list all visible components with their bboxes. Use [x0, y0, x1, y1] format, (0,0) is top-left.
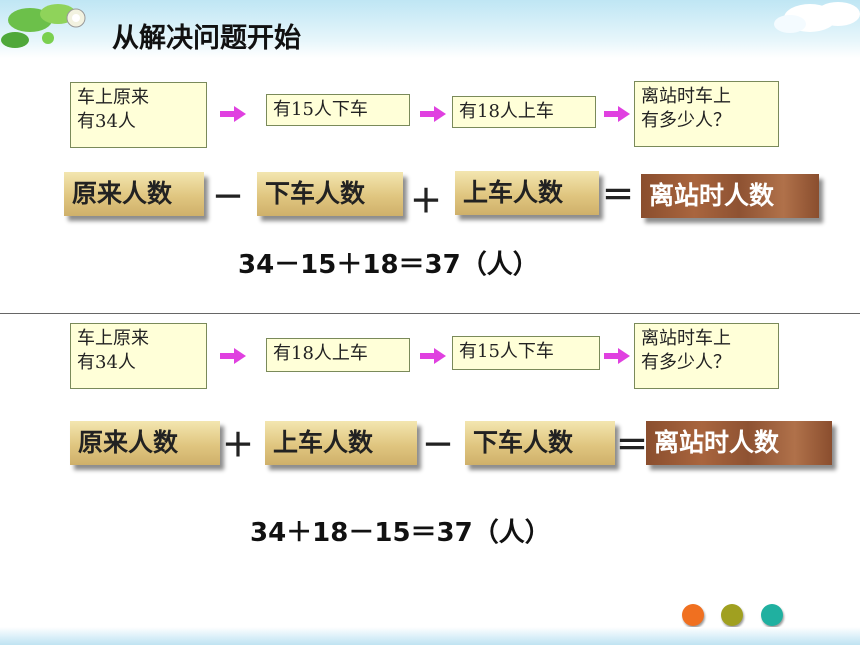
nav-dot-teal[interactable] [761, 604, 783, 626]
tile-original-count: 原来人数 [70, 421, 220, 465]
operator-minus: － [212, 178, 245, 216]
leaf-decoration-icon [1, 4, 86, 48]
arrow-right-icon [220, 348, 246, 364]
nav-dot-olive[interactable] [721, 604, 743, 626]
equation-1: 34－15＋18＝37（人） [238, 250, 539, 280]
section-divider [0, 313, 860, 314]
tile-get-on-count: 上车人数 [265, 421, 417, 465]
equation-2: 34＋18－15＝37（人） [250, 518, 551, 548]
tile-departure-count: 离站时人数 [646, 421, 832, 465]
step-line: 车上原来 [77, 328, 149, 349]
step-box-question: 离站时车上 有多少人？ [634, 323, 779, 389]
arrow-right-icon [604, 106, 630, 122]
page-title: 从解决问题开始 [112, 23, 301, 54]
nav-dot-orange[interactable] [682, 604, 704, 626]
tile-get-off-count: 下车人数 [465, 421, 615, 465]
step-box-get-off: 有15人下车 [266, 94, 410, 126]
arrow-right-icon [420, 106, 446, 122]
step-box-question: 离站时车上 有多少人？ [634, 81, 779, 147]
step-line: 有34人 [77, 352, 136, 373]
arrow-right-icon [220, 106, 246, 122]
operator-minus: － [422, 426, 455, 464]
arrow-right-icon [604, 348, 630, 364]
operator-plus: ＋ [222, 426, 255, 464]
footer-band [0, 627, 860, 645]
tile-departure-count: 离站时人数 [641, 174, 819, 218]
step-box-start: 车上原来 有34人 [70, 323, 207, 389]
step-box-get-on: 有18人上车 [266, 338, 410, 372]
operator-equals: ＝ [616, 426, 649, 464]
step-box-get-on: 有18人上车 [452, 96, 596, 128]
step-line: 车上原来 [77, 87, 149, 108]
tile-get-off-count: 下车人数 [257, 172, 403, 216]
cloud-decoration-icon [774, 2, 860, 33]
header-band [0, 0, 860, 58]
step-box-get-off: 有15人下车 [452, 336, 600, 370]
operator-equals: ＝ [602, 176, 635, 214]
step-line: 离站时车上 [641, 86, 731, 107]
tile-get-on-count: 上车人数 [455, 171, 599, 215]
tile-original-count: 原来人数 [64, 172, 204, 216]
step-line: 有多少人？ [641, 352, 731, 373]
operator-plus: ＋ [410, 182, 443, 220]
step-line: 离站时车上 [641, 328, 731, 349]
arrow-right-icon [420, 348, 446, 364]
step-box-start: 车上原来 有34人 [70, 82, 207, 148]
step-line: 有34人 [77, 111, 136, 132]
step-line: 有多少人？ [641, 110, 731, 131]
